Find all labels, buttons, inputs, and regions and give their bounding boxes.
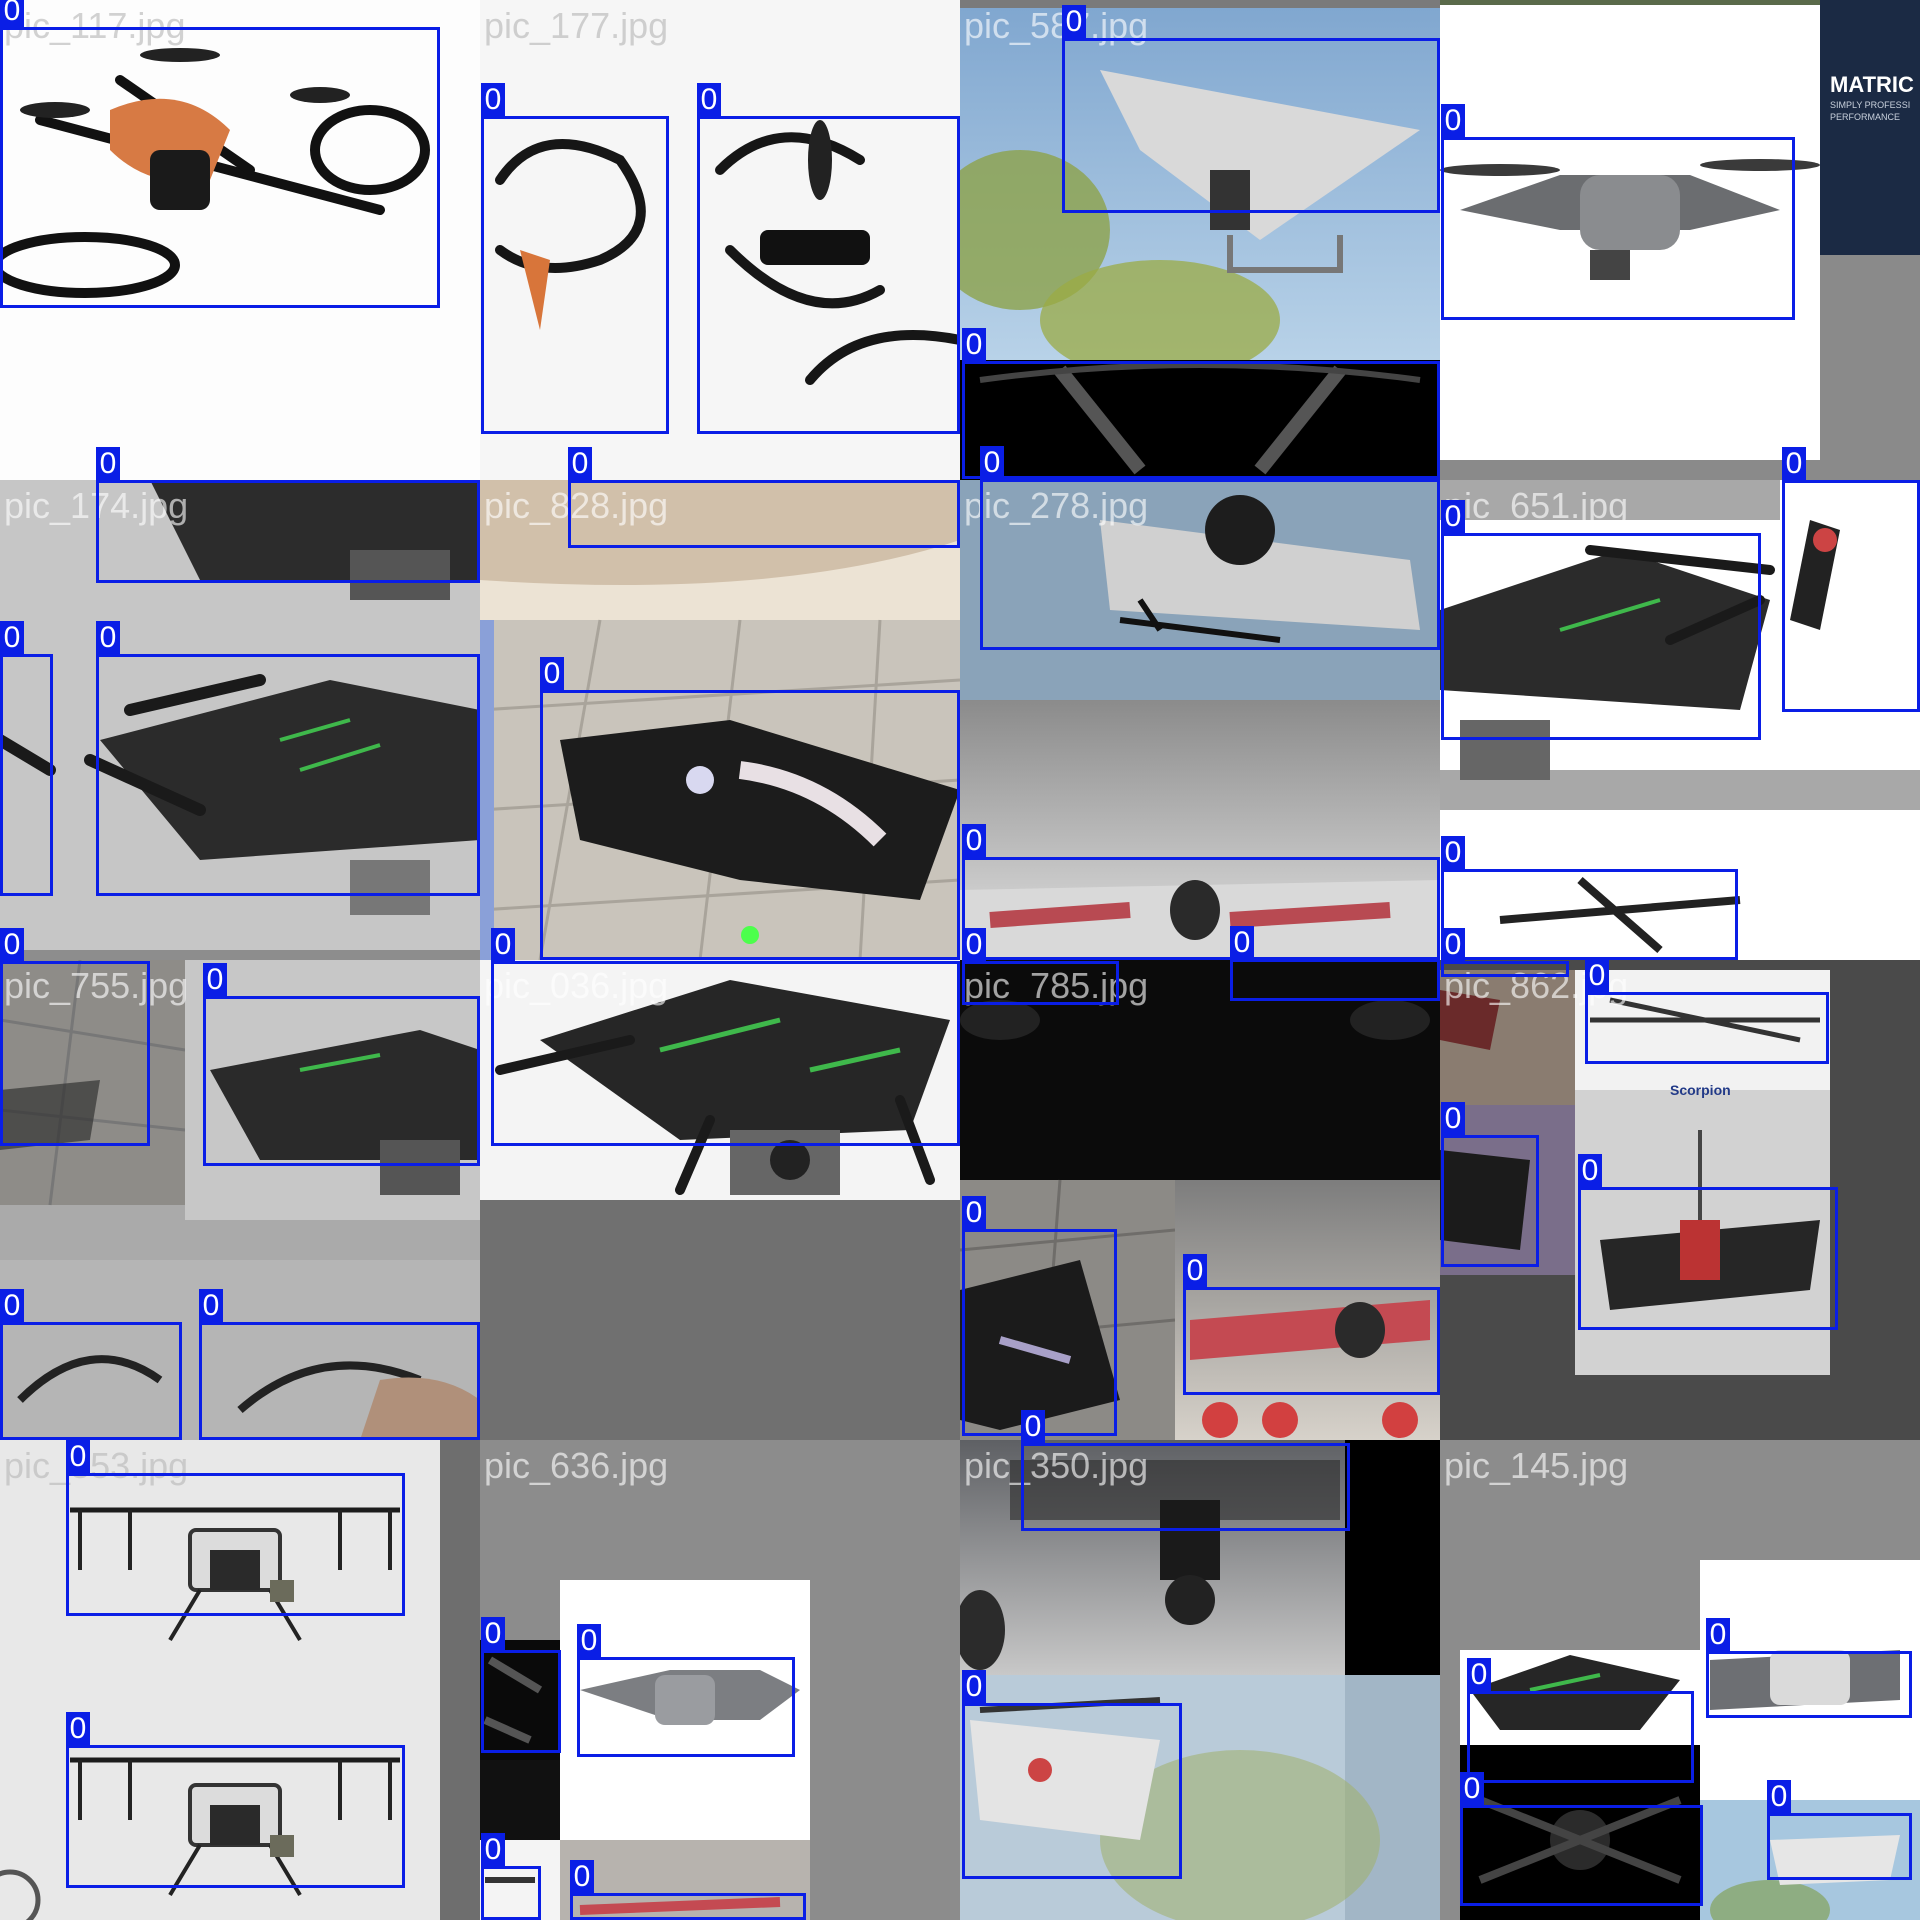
- tile-photo: [1440, 1440, 1920, 1920]
- tile-pic-353: pic_353.jpg: [0, 1440, 480, 1920]
- tile-pic-131: MATRIC SIMPLY PROFESSI PERFORMANCE pic_1…: [1440, 0, 1920, 480]
- tile-pic-785: pic_785.jpg: [960, 960, 1440, 1440]
- tile-pic-174: pic_174.jpg: [0, 480, 480, 960]
- tile-filename: pic_862.jpg: [1444, 965, 1629, 1006]
- tile-photo: [0, 1440, 480, 1920]
- tile-photo: [480, 960, 960, 1440]
- tile-photo: [960, 1440, 1440, 1920]
- tile-photo: [480, 480, 960, 960]
- tile-pic-651: pic_651.jpg: [1440, 480, 1920, 960]
- tile-photo: MATRIC SIMPLY PROFESSI PERFORMANCE: [1440, 0, 1920, 480]
- tile-filename: pic_651.jpg: [1444, 485, 1629, 526]
- tile-filename: pic_177.jpg: [484, 5, 669, 46]
- tile-filename: pic_145.jpg: [1444, 1445, 1629, 1486]
- tile-pic-117: pic_117.jpg: [0, 0, 480, 480]
- svg-text:SIMPLY PROFESSI: SIMPLY PROFESSI: [1830, 100, 1910, 110]
- tile-filename: pic_036.jpg: [484, 965, 669, 1006]
- tile-pic-862: Scorpion pic_862.jpg: [1440, 960, 1920, 1440]
- tile-photo: [0, 480, 480, 960]
- tile-pic-278: pic_278.jpg: [960, 480, 1440, 960]
- tile-photo: Scorpion: [1440, 960, 1920, 1440]
- tile-filename: pic_828.jpg: [484, 485, 669, 526]
- tile-photo: [0, 960, 480, 1440]
- svg-text:Scorpion: Scorpion: [1670, 1082, 1731, 1098]
- tile-filename: pic_755.jpg: [4, 965, 189, 1006]
- tile-pic-177: pic_177.jpg: [480, 0, 960, 480]
- tile-pic-036: pic_036.jpg: [480, 960, 960, 1440]
- tile-photo: [960, 480, 1440, 960]
- tile-filename: pic_174.jpg: [4, 485, 189, 526]
- svg-text:MATRIC: MATRIC: [1830, 72, 1914, 97]
- tile-photo: [1440, 480, 1920, 960]
- tile-pic-587: pic_587.jpg: [960, 0, 1440, 480]
- tile-filename: pic_587.jpg: [964, 5, 1149, 46]
- tile-photo: [960, 0, 1440, 480]
- tile-filename: pic_353.jpg: [4, 1445, 189, 1486]
- tile-pic-828: pic_828.jpg: [480, 480, 960, 960]
- tile-pic-145: pic_145.jpg: [1440, 1440, 1920, 1920]
- tile-photo: [480, 1440, 960, 1920]
- tile-photo: [960, 960, 1440, 1440]
- tile-pic-755: pic_755.jpg: [0, 960, 480, 1440]
- tile-pic-350: pic_350.jpg: [960, 1440, 1440, 1920]
- tile-photo: [480, 0, 960, 480]
- tile-filename: pic_131.jpg: [1444, 5, 1629, 46]
- tile-photo: [0, 0, 480, 480]
- tile-filename: pic_278.jpg: [964, 485, 1149, 526]
- tile-filename: pic_117.jpg: [4, 5, 186, 46]
- tile-filename: pic_785.jpg: [964, 965, 1149, 1006]
- tile-filename: pic_636.jpg: [484, 1445, 669, 1486]
- tile-filename: pic_350.jpg: [964, 1445, 1149, 1486]
- svg-text:PERFORMANCE: PERFORMANCE: [1830, 112, 1900, 122]
- tile-pic-636: pic_636.jpg: [480, 1440, 960, 1920]
